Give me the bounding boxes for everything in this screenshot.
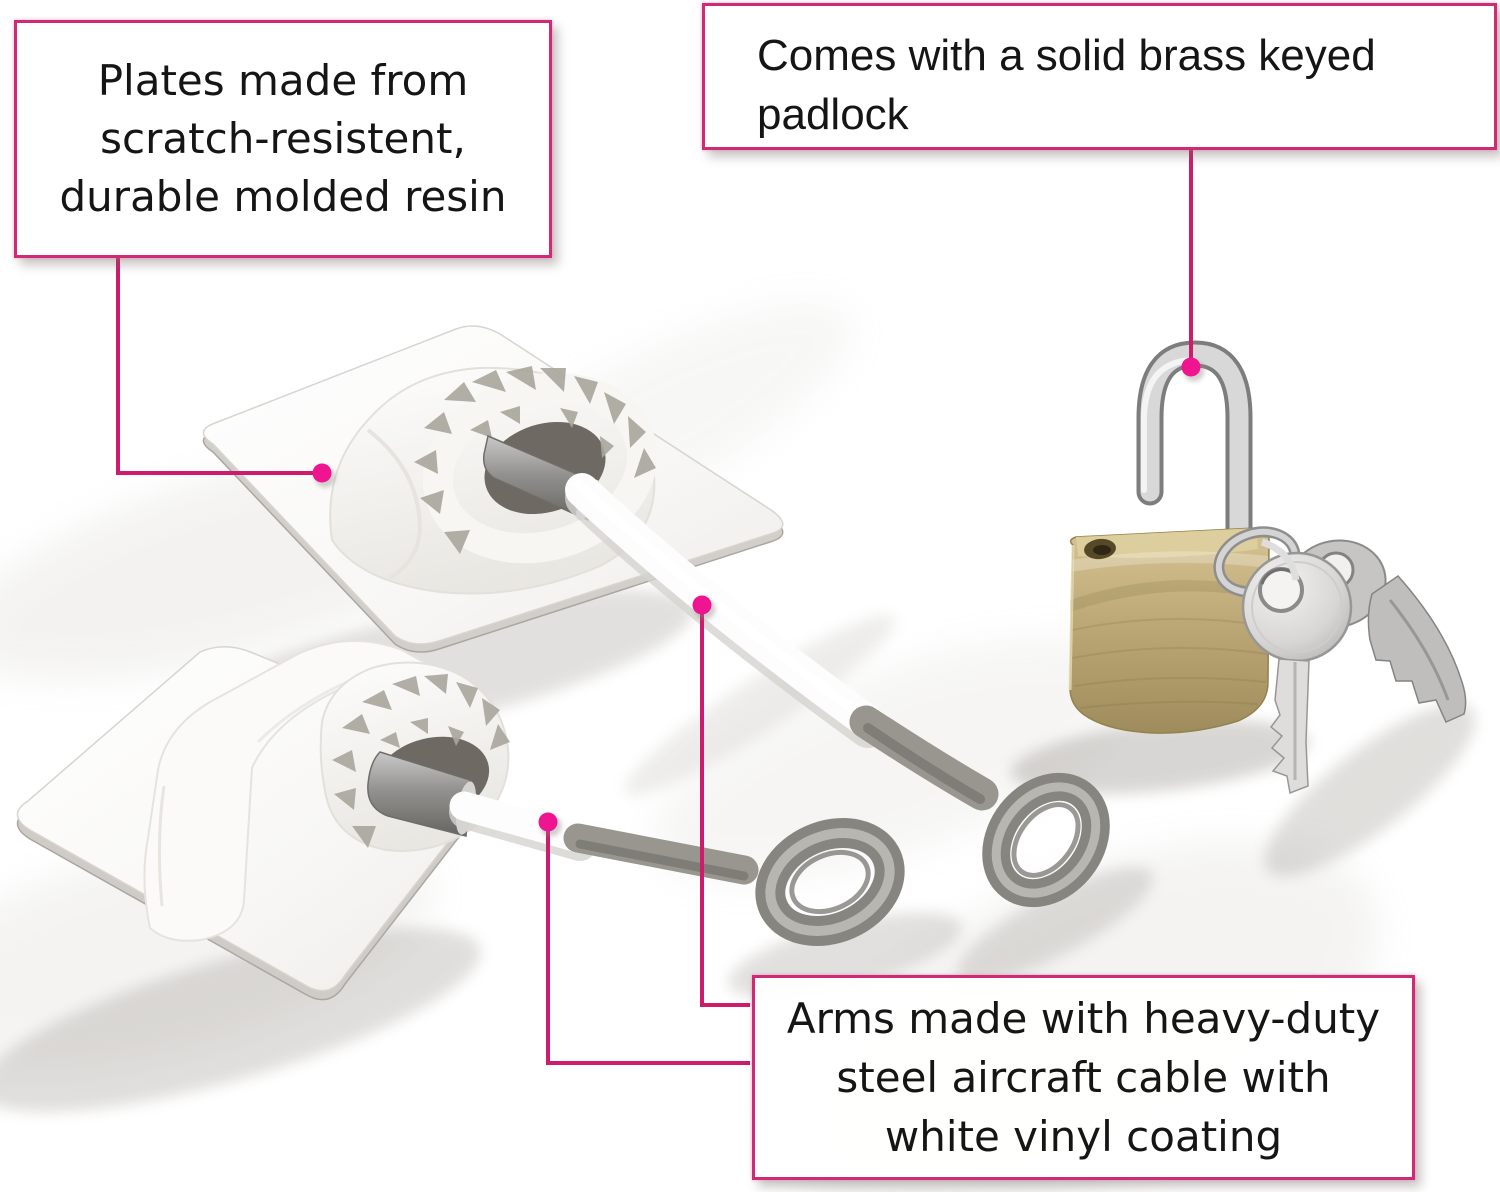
chrome-shackle [1136,340,1253,570]
connector-arms-upper [700,614,750,1007]
lattice-truss-lower [332,674,510,848]
callout-box-arms: Arms made with heavy-duty steel aircraft… [752,975,1415,1180]
cable-arm-lower [449,791,905,947]
anchor-plate-lower [16,639,510,1001]
callout-line: Plates made from [97,56,469,105]
marker-dot-arms-upper [692,595,712,615]
connector-plates [116,258,313,475]
padlock-body [1068,527,1270,734]
callout-connectors [116,150,1205,1065]
cable-eye-lower [755,817,905,947]
steel-cable-end-lower [563,823,759,885]
callout-line: Arms made with heavy-duty [786,994,1381,1043]
callout-line: Comes with a solid brass keyed [757,31,1376,80]
callout-line: durable molded resin [59,172,507,221]
swaged-ferrule-lower [367,751,471,837]
marker-dot-arms-lower [538,812,558,832]
key-ring-with-keys [1213,526,1467,795]
lattice-truss-upper [414,366,656,554]
connector-arms-lower [546,830,750,1065]
callout-box-padlock: Comes with a solid brass keyed padlock [702,3,1497,150]
callout-line: steel aircraft cable with [836,1053,1331,1102]
key-front [1241,551,1353,795]
callout-line: scratch-resistent, [100,114,466,163]
cable-eye-upper [982,772,1110,908]
callout-line: padlock [757,90,909,139]
callout-line: white vinyl coating [884,1112,1283,1161]
marker-dot-plates [312,463,332,483]
marker-dot-padlock [1181,357,1201,377]
callout-box-plates: Plates made from scratch-resistent, dura… [14,20,552,258]
